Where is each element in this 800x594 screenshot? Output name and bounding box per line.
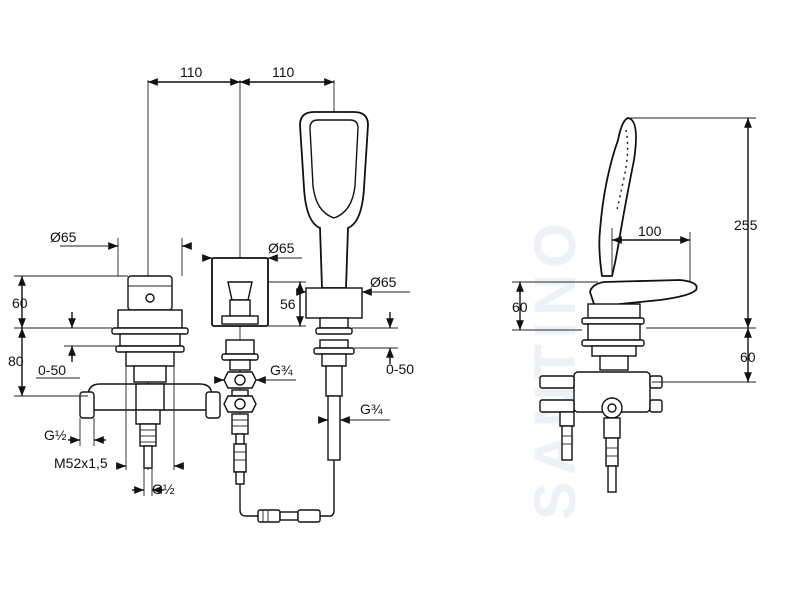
- dim-80-left: 80: [8, 353, 24, 369]
- dim-dia-mixer: Ø65: [50, 229, 77, 245]
- handshower-front-view: [299, 80, 369, 461]
- dim-dia-middle: Ø65: [268, 240, 295, 256]
- watermark-text: SANTINO: [523, 217, 588, 520]
- dim-top-left-110: 110: [180, 64, 203, 80]
- dim-m52: M52x1,5: [54, 455, 108, 471]
- dim-g34-middle: G¾: [270, 362, 293, 378]
- dim-56: 56: [280, 296, 296, 312]
- side-view: [539, 117, 698, 493]
- dim-side-255: 255: [734, 217, 758, 233]
- dim-g12-bottom: G½: [152, 481, 175, 497]
- dim-60-left: 60: [12, 295, 28, 311]
- diverter-front-view: [211, 80, 335, 523]
- dim-dia-shower: Ø65: [370, 274, 397, 290]
- dimension-lines: [14, 78, 756, 496]
- mixer-front-view: [79, 80, 221, 470]
- dim-top-right-110: 110: [272, 64, 295, 80]
- dimension-labels: 110 110 Ø65 Ø65 56 Ø65 60 80 0-50 0-50 G…: [8, 64, 758, 497]
- dim-range-left: 0-50: [38, 362, 66, 378]
- dim-side-100: 100: [638, 223, 662, 239]
- dim-side-60-bottom: 60: [740, 349, 756, 365]
- dim-range-right: 0-50: [386, 361, 414, 377]
- dim-g34-shower: G¾: [360, 401, 383, 417]
- dim-g12-inlet: G½: [44, 427, 67, 443]
- dim-side-60-top: 60: [512, 299, 528, 315]
